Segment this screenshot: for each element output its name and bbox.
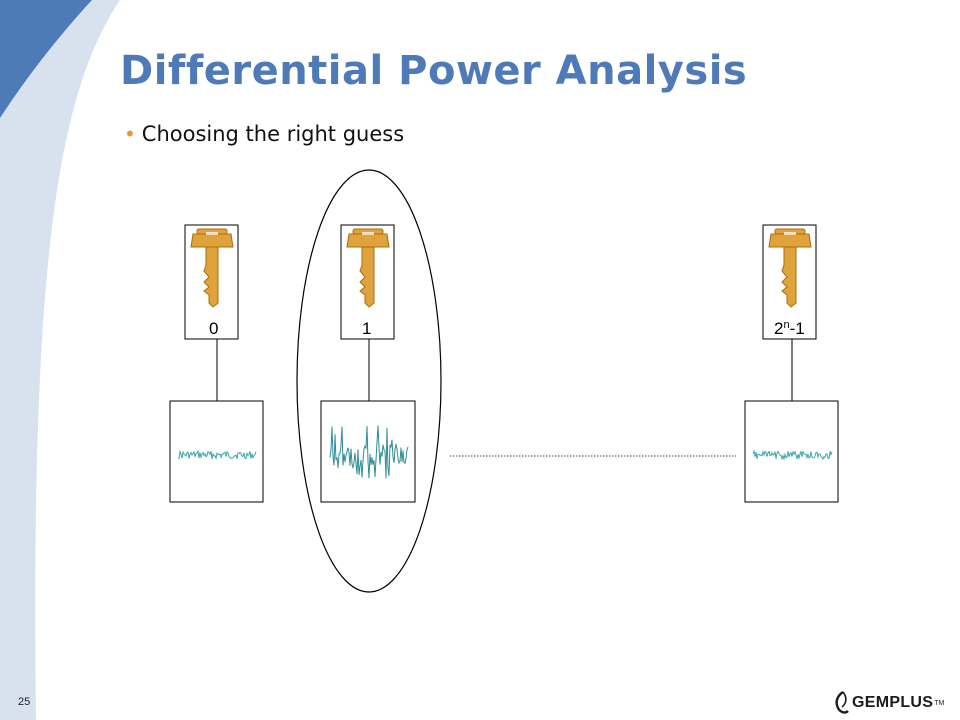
corner-light-band — [0, 0, 120, 720]
highlight-ellipse — [296, 169, 442, 593]
corner-dark-triangle — [0, 0, 92, 118]
logo-tm: TM — [934, 699, 945, 707]
bullet-item: •Choosing the right guess — [124, 122, 404, 146]
key-label-last: 2n-1 — [774, 319, 805, 339]
key-label-1: 1 — [362, 319, 372, 338]
power-trace-last — [752, 449, 833, 461]
trace-box-last — [744, 400, 839, 503]
slide-title: Differential Power Analysis — [120, 48, 748, 94]
logo-text: GEMPLUS — [852, 694, 934, 711]
bullet-text: Choosing the right guess — [141, 122, 405, 146]
power-trace-1 — [329, 425, 409, 479]
key-box-last — [762, 224, 817, 340]
trace-box-0 — [169, 400, 264, 503]
gemplus-logo-icon — [835, 691, 849, 714]
key-box-1 — [340, 224, 395, 340]
key-label-base: 2 — [774, 319, 784, 338]
page-number: 25 — [18, 696, 31, 708]
key-label-exponent: n — [783, 319, 790, 331]
key-box-0 — [184, 224, 239, 340]
bullet-dot-icon: • — [124, 122, 136, 146]
key-label-0: 0 — [209, 319, 219, 338]
power-trace-0 — [177, 449, 257, 460]
key-label-tail: -1 — [789, 319, 805, 338]
